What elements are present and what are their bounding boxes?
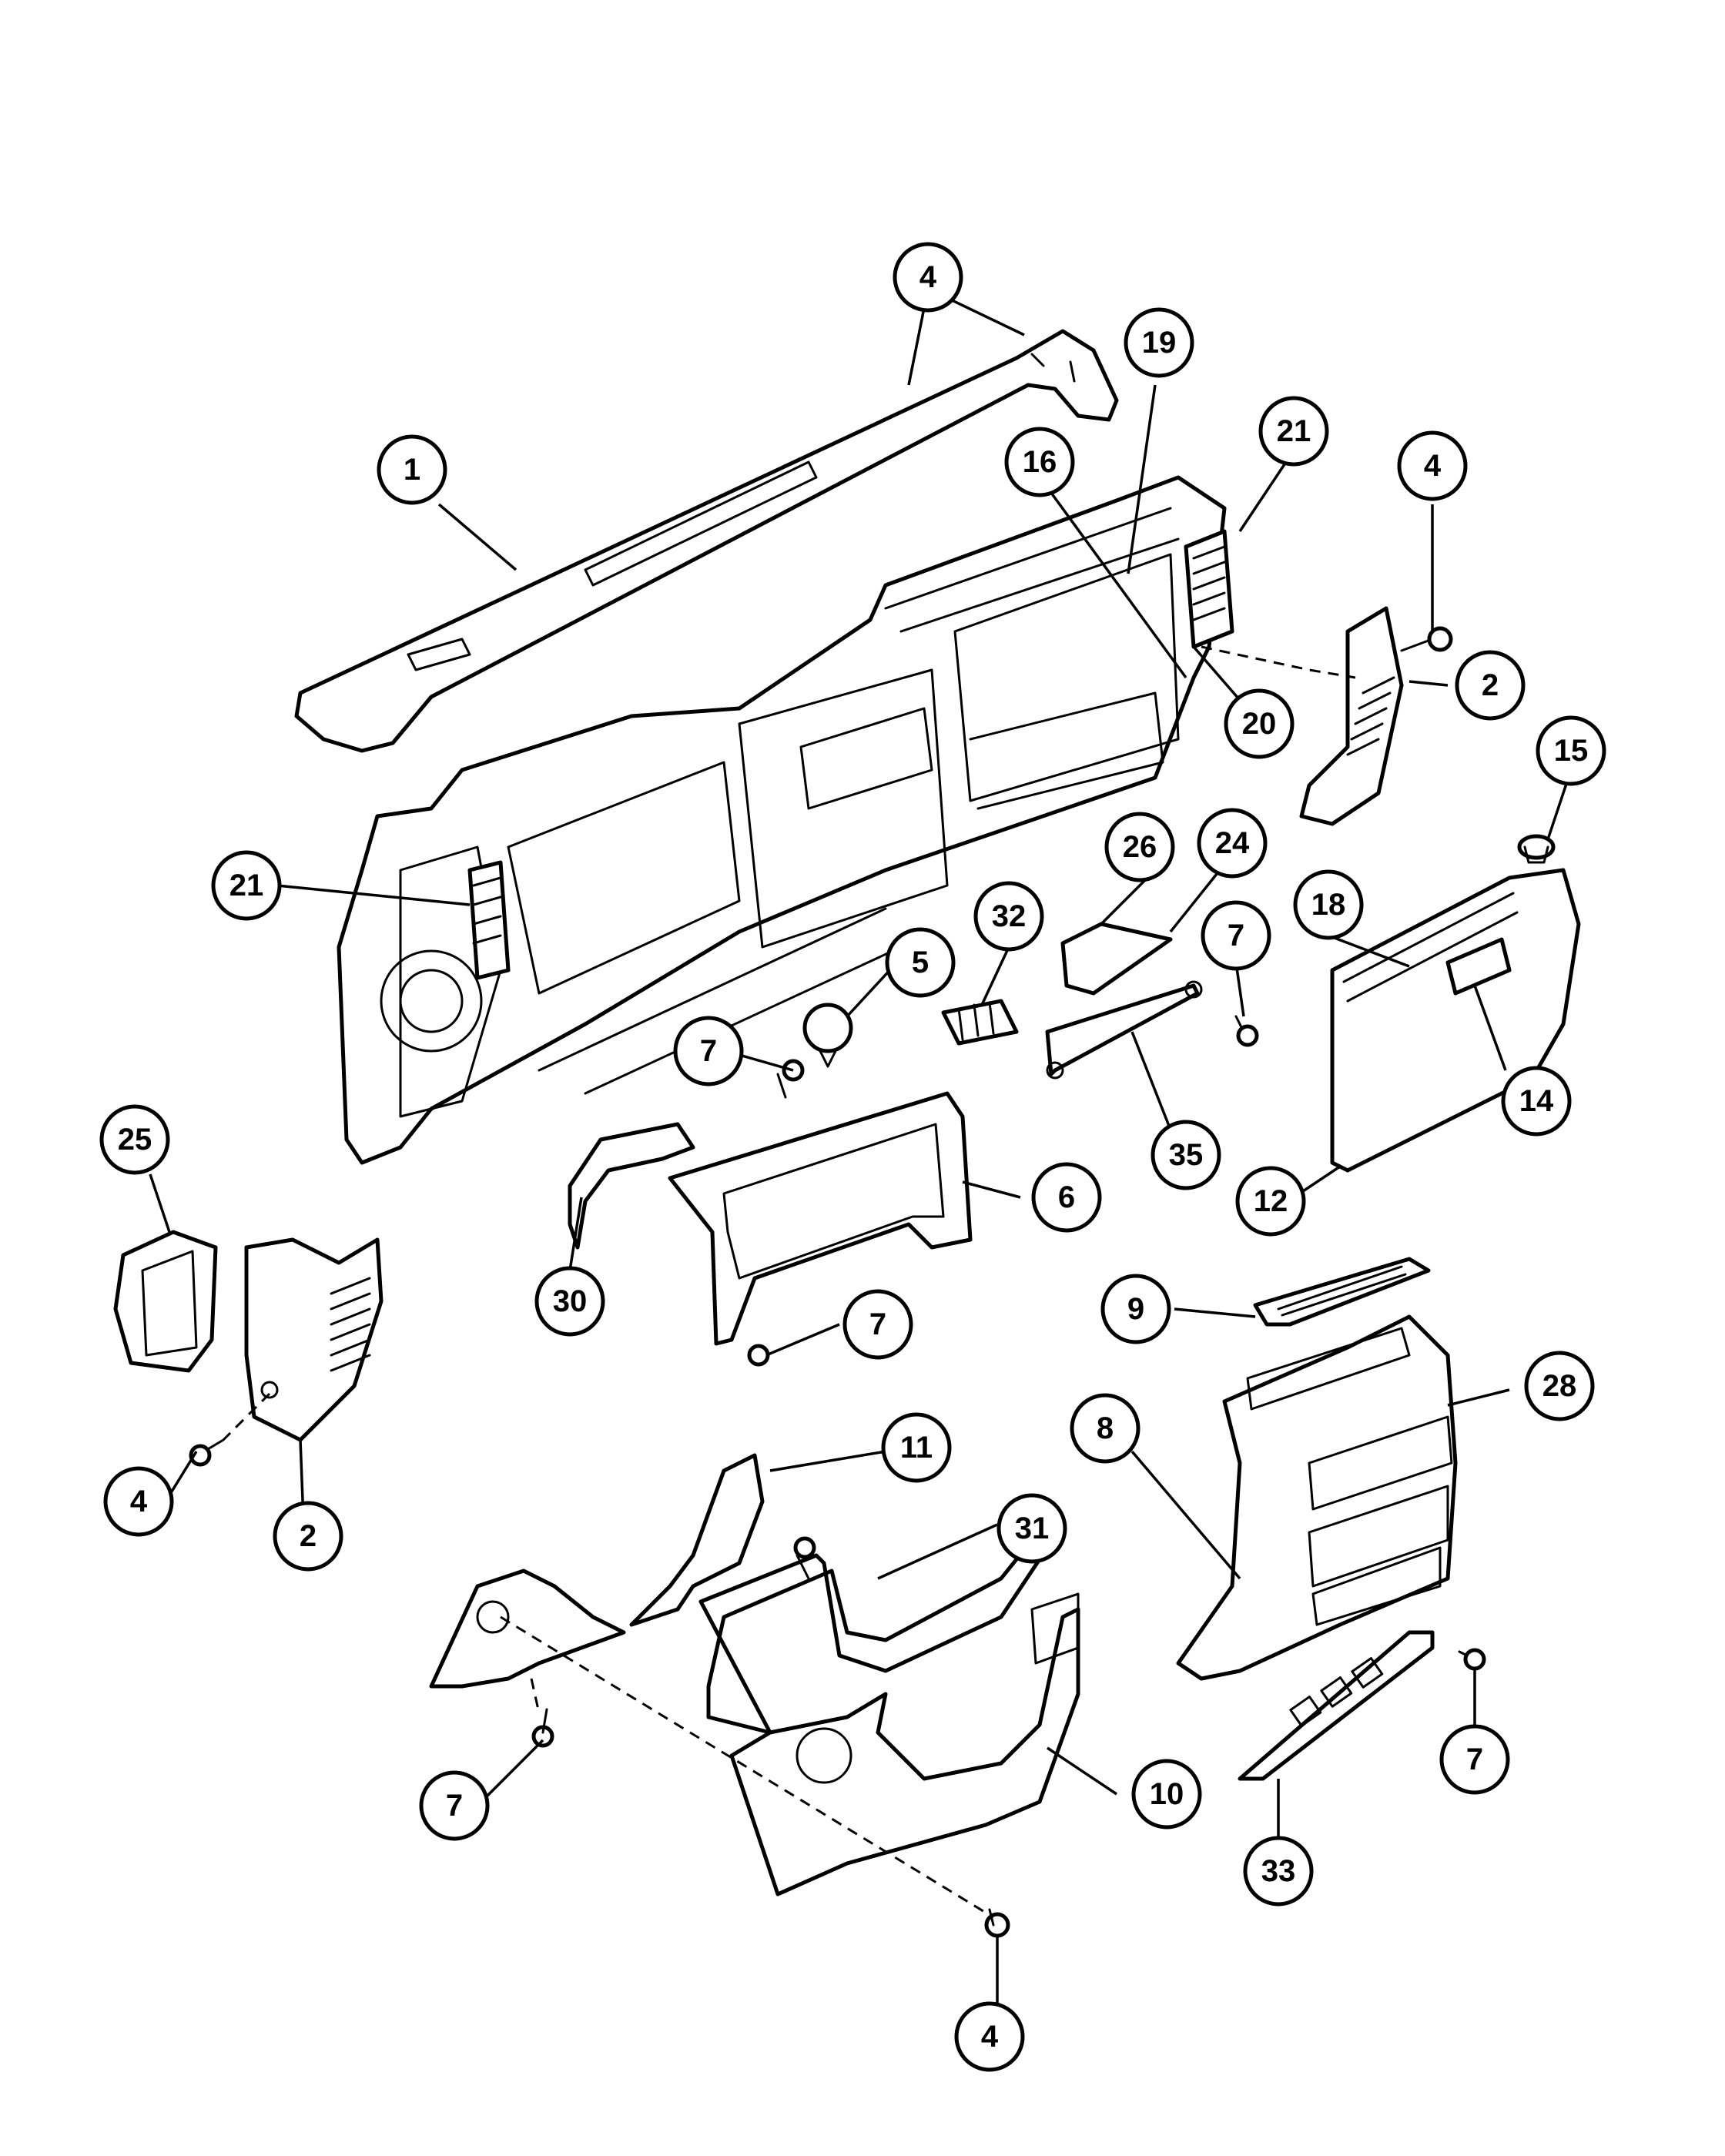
callout-15-label: 15: [1554, 734, 1589, 768]
bracket-11: [629, 1453, 765, 1627]
switch-panel-33: [1238, 1630, 1435, 1781]
callout-24-label: 24: [1215, 826, 1250, 860]
lower-panel-10: [729, 1592, 1080, 1897]
callout-7-d: 7: [419, 1770, 490, 1841]
callout-7-e: 7: [1439, 1724, 1510, 1795]
callout-10: 10: [1131, 1759, 1202, 1830]
pocket-25: [113, 1230, 218, 1373]
callout-5-label: 5: [912, 946, 929, 979]
callout-19: 19: [1124, 307, 1194, 378]
callout-14: 14: [1501, 1066, 1572, 1137]
callout-28: 28: [1524, 1351, 1595, 1421]
callout-32-label: 32: [992, 899, 1027, 933]
callout-28-label: 28: [1542, 1369, 1577, 1403]
callout-20-label: 20: [1242, 707, 1277, 741]
left-side-vent: [467, 860, 511, 980]
callout-26: 26: [1104, 812, 1175, 882]
callout-4-right-label: 4: [1424, 449, 1442, 483]
right-side-vent: [1184, 529, 1234, 649]
instrument-panel-frame: [337, 475, 1227, 1165]
callout-32: 32: [973, 881, 1044, 952]
callout-33-label: 33: [1261, 1854, 1296, 1888]
callout-6-label: 6: [1058, 1180, 1075, 1214]
callout-25-label: 25: [118, 1123, 152, 1157]
callout-8-label: 8: [1097, 1411, 1114, 1445]
callout-4-bottom-label: 4: [981, 2020, 999, 2054]
callout-6: 6: [1031, 1162, 1102, 1233]
callout-21-right-label: 21: [1277, 414, 1311, 448]
callout-20: 20: [1224, 688, 1295, 759]
callout-21-right: 21: [1258, 396, 1329, 467]
callout-7-e-label: 7: [1466, 1743, 1483, 1776]
callout-14-label: 14: [1519, 1084, 1554, 1118]
callout-7-b-label: 7: [700, 1034, 717, 1068]
callout-7-a: 7: [1201, 900, 1271, 971]
callout-4-bottom: 4: [954, 2001, 1025, 2072]
callout-7-b: 7: [673, 1016, 744, 1086]
callout-16-label: 16: [1023, 445, 1057, 479]
top-cover-pad: [294, 329, 1119, 753]
callout-24: 24: [1197, 808, 1268, 879]
glove-box-door: [1330, 868, 1581, 1173]
vent-grille-9: [1253, 1257, 1431, 1327]
callout-30: 30: [534, 1266, 605, 1337]
callout-4-top: 4: [893, 242, 963, 313]
callout-9: 9: [1100, 1274, 1171, 1344]
callout-7-c-label: 7: [869, 1307, 886, 1341]
callout-2-left: 2: [273, 1501, 343, 1572]
callout-35: 35: [1151, 1120, 1221, 1190]
callout-5: 5: [885, 927, 956, 998]
callout-2-right-label: 2: [1482, 668, 1499, 702]
callout-18: 18: [1293, 869, 1364, 940]
callout-7-c: 7: [842, 1289, 913, 1360]
callout-10-label: 10: [1150, 1777, 1184, 1811]
center-bezel-8: [1176, 1314, 1458, 1681]
callout-21-left: 21: [211, 850, 282, 921]
socket-32: [941, 999, 1019, 1046]
callout-4-top-label: 4: [919, 260, 937, 294]
callout-31-label: 31: [1015, 1512, 1050, 1545]
callout-1-label: 1: [404, 453, 420, 487]
callout-9-label: 9: [1127, 1292, 1144, 1326]
leader-lines: [149, 287, 1569, 2033]
callout-35-label: 35: [1169, 1138, 1204, 1172]
callout-19-label: 19: [1142, 326, 1177, 360]
callout-2-left-label: 2: [300, 1519, 317, 1553]
bezel-trim-30: [568, 1122, 695, 1250]
callout-2-right: 2: [1455, 650, 1526, 721]
plug-15: [1517, 834, 1556, 864]
right-end-cap: [1201, 606, 1404, 826]
callout-7-a-label: 7: [1228, 919, 1244, 952]
callout-21-left-label: 21: [229, 869, 264, 902]
callout-25: 25: [99, 1104, 170, 1175]
callout-12-label: 12: [1254, 1184, 1288, 1218]
cluster-bezel-6: [668, 1091, 973, 1346]
callout-7-d-label: 7: [446, 1789, 463, 1823]
bezel-31: [698, 1538, 1050, 1735]
callout-4-right: 4: [1397, 430, 1468, 501]
left-end-cap: [244, 1237, 384, 1442]
callout-15: 15: [1536, 715, 1606, 786]
callout-8: 8: [1070, 1393, 1141, 1464]
callout-33: 33: [1243, 1836, 1314, 1907]
callout-12: 12: [1235, 1166, 1306, 1237]
knob-5: [802, 1003, 853, 1068]
callout-11-label: 11: [900, 1431, 933, 1465]
callout-30-label: 30: [553, 1284, 588, 1318]
callout-4-left-label: 4: [130, 1485, 148, 1518]
callout-11: 11: [881, 1412, 952, 1483]
callout-18-label: 18: [1311, 888, 1346, 922]
callout-16: 16: [1004, 427, 1075, 497]
left-lower-bracket: [429, 1568, 626, 1689]
callout-1: 1: [377, 434, 447, 505]
callout-26-label: 26: [1123, 830, 1157, 864]
panel-35: [1045, 980, 1203, 1080]
callout-31: 31: [996, 1493, 1067, 1564]
callout-4-left: 4: [103, 1466, 174, 1537]
bracket-26: [1060, 922, 1173, 996]
